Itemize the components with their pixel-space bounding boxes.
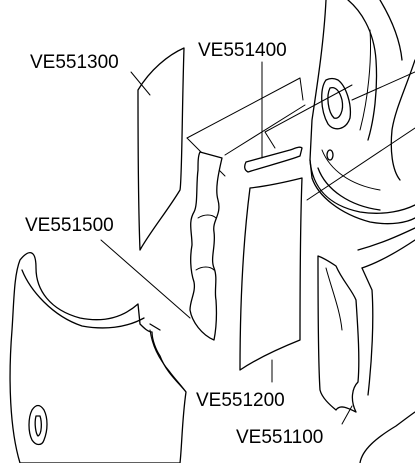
label-ve551400: VE551400 bbox=[198, 40, 287, 61]
part-ve551500 bbox=[189, 151, 223, 341]
grip-contour bbox=[195, 266, 215, 271]
part-ve551400 bbox=[244, 146, 303, 173]
grip-contour bbox=[325, 267, 343, 331]
part-ve551100 bbox=[317, 255, 360, 413]
grip-contour bbox=[197, 214, 217, 219]
leader-line bbox=[351, 71, 415, 101]
label-ve551100: VE551100 bbox=[236, 427, 323, 448]
label-ve551300: VE551300 bbox=[30, 52, 119, 73]
part-ve551300 bbox=[137, 47, 185, 251]
leader-line bbox=[306, 127, 415, 201]
leader-line bbox=[224, 104, 306, 156]
leader-ve551300 bbox=[130, 71, 151, 96]
leader-line bbox=[264, 131, 276, 149]
handle-housing-drawing bbox=[9, 252, 187, 463]
label-ve551500: VE551500 bbox=[25, 215, 114, 236]
leader-ve551100 bbox=[341, 405, 353, 425]
label-ve551200: VE551200 bbox=[196, 390, 285, 411]
leader-ve551500 bbox=[100, 239, 191, 319]
housing-corner-drawing bbox=[359, 411, 415, 463]
tool-lower-body-drawing bbox=[357, 227, 415, 396]
part-ve551200 bbox=[239, 177, 303, 371]
leader-line bbox=[299, 77, 304, 101]
leader-line bbox=[264, 84, 353, 133]
tool-body-drawing bbox=[309, 0, 415, 225]
leader-line bbox=[186, 77, 301, 139]
